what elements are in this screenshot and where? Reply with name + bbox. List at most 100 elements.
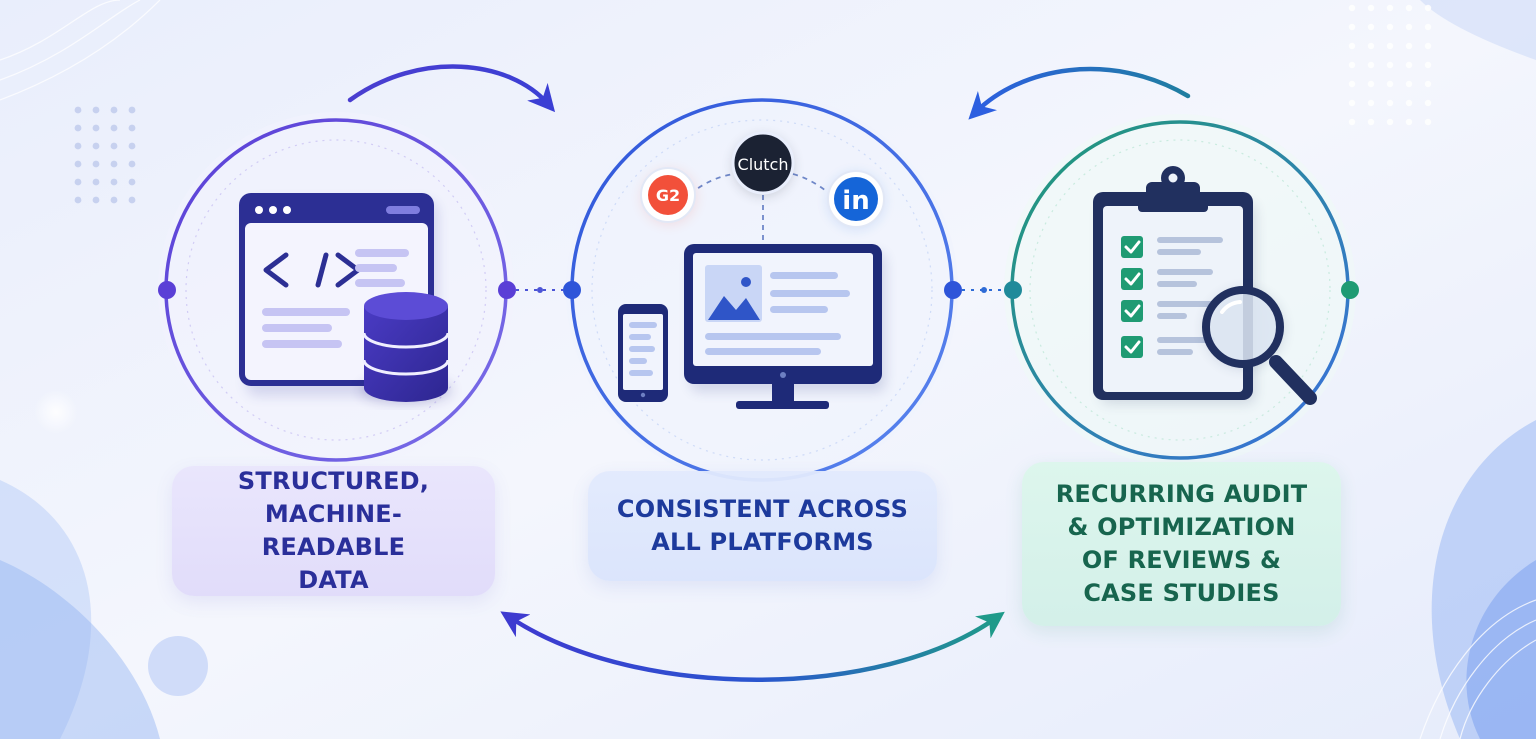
ring-node xyxy=(1004,281,1022,299)
checklist-line xyxy=(1157,301,1217,307)
stage-1-label-card: STRUCTURED, MACHINE-READABLE DATA xyxy=(172,466,495,596)
decor-dot xyxy=(110,142,118,150)
decor-dot xyxy=(1348,61,1356,69)
connector-dot xyxy=(537,287,543,293)
decor-dot xyxy=(1348,99,1356,107)
dot-grid-right xyxy=(1348,4,1432,126)
decor-dot xyxy=(1367,4,1375,12)
image-icon xyxy=(708,277,760,320)
svg-text:Clutch: Clutch xyxy=(738,155,789,174)
decor-dot xyxy=(1367,80,1375,88)
svg-text:in: in xyxy=(842,186,869,216)
browser-code-database-icon xyxy=(239,193,452,404)
check-mark-icon xyxy=(1124,272,1141,286)
decor-dot xyxy=(128,160,136,168)
decor-dot xyxy=(1424,99,1432,107)
decor-dot xyxy=(1405,42,1413,50)
decor-dot xyxy=(1367,23,1375,31)
monitor-icon xyxy=(684,244,886,409)
stage-2-label-card: CONSISTENT ACROSS ALL PLATFORMS xyxy=(588,471,937,581)
checklist-line xyxy=(1157,337,1215,343)
decor-dot xyxy=(110,106,118,114)
check-mark-icon xyxy=(1124,304,1141,318)
background-wave-left-2 xyxy=(0,560,160,739)
decor-dot xyxy=(128,106,136,114)
decor-dot xyxy=(1386,118,1394,126)
stage-3-label: RECURRING AUDIT & OPTIMIZATION OF REVIEW… xyxy=(1055,480,1308,607)
background-wave-right-2 xyxy=(1466,560,1536,739)
phone-icon xyxy=(618,304,668,402)
linkedin-badge: in xyxy=(827,170,885,229)
clipboard-clip xyxy=(1138,166,1208,212)
decor-dot xyxy=(74,196,82,204)
stage-1-label: STRUCTURED, MACHINE-READABLE DATA xyxy=(237,467,430,594)
decor-dot xyxy=(110,178,118,186)
decor-dot xyxy=(74,178,82,186)
decor-dot xyxy=(92,196,100,204)
flow-arc-bottom xyxy=(500,611,1005,682)
decor-dot xyxy=(1348,4,1356,12)
decor-dot xyxy=(1405,23,1413,31)
dot-grid-left xyxy=(74,106,136,204)
checklist-line xyxy=(1157,349,1193,355)
ring-node xyxy=(1341,281,1359,299)
decor-dot xyxy=(92,178,100,186)
decor-dot xyxy=(1405,4,1413,12)
decor-dot xyxy=(128,196,136,204)
decor-dot xyxy=(1386,99,1394,107)
decor-dot xyxy=(1348,23,1356,31)
checkbox-checked-icon xyxy=(1121,300,1143,322)
decor-dot xyxy=(1367,118,1375,126)
clutch-badge: Clutch xyxy=(731,131,795,196)
ring-node xyxy=(498,281,516,299)
checklist-line xyxy=(1157,269,1213,275)
decor-dot xyxy=(1405,80,1413,88)
decor-dot xyxy=(74,142,82,150)
decor-dot xyxy=(74,124,82,132)
ring-node xyxy=(944,281,962,299)
decor-dot xyxy=(128,178,136,186)
decor-dot xyxy=(1386,42,1394,50)
decor-dot xyxy=(110,196,118,204)
decor-dot xyxy=(74,160,82,168)
decor-dot xyxy=(1424,80,1432,88)
decor-dot xyxy=(110,160,118,168)
checkbox-checked-icon xyxy=(1121,268,1143,290)
decor-dot xyxy=(1367,42,1375,50)
check-mark-icon xyxy=(1124,340,1141,354)
decor-dot xyxy=(128,142,136,150)
decor-dot xyxy=(1348,118,1356,126)
check-mark-icon xyxy=(1124,240,1141,254)
decor-dot xyxy=(92,124,100,132)
decor-dot xyxy=(92,106,100,114)
background-blob xyxy=(148,636,208,696)
decor-dot xyxy=(92,142,100,150)
ring-node xyxy=(158,281,176,299)
svg-text:G2: G2 xyxy=(656,186,680,205)
decor-dot xyxy=(128,124,136,132)
stage-2-label: CONSISTENT ACROSS ALL PLATFORMS xyxy=(616,495,909,556)
database-icon xyxy=(360,292,452,404)
decor-dot xyxy=(1386,61,1394,69)
checklist-line xyxy=(1157,281,1197,287)
stage-3-label-card: RECURRING AUDIT & OPTIMIZATION OF REVIEW… xyxy=(1022,462,1341,626)
decor-dot xyxy=(110,124,118,132)
decor-dot xyxy=(92,160,100,168)
background-blob xyxy=(34,390,78,434)
decor-dot xyxy=(1424,61,1432,69)
connector-dot xyxy=(981,287,987,293)
decor-dot xyxy=(1405,99,1413,107)
decor-dot xyxy=(1424,42,1432,50)
checkbox-checked-icon xyxy=(1121,236,1143,258)
decor-dot xyxy=(1386,80,1394,88)
decor-dot xyxy=(1367,99,1375,107)
checklist-line xyxy=(1157,237,1223,243)
checkbox-checked-icon xyxy=(1121,336,1143,358)
decor-dot xyxy=(1424,118,1432,126)
flow-arc-top-right xyxy=(968,66,1191,120)
checklist-line xyxy=(1157,249,1201,255)
checklist-line xyxy=(1157,313,1187,319)
decor-dot xyxy=(1386,4,1394,12)
